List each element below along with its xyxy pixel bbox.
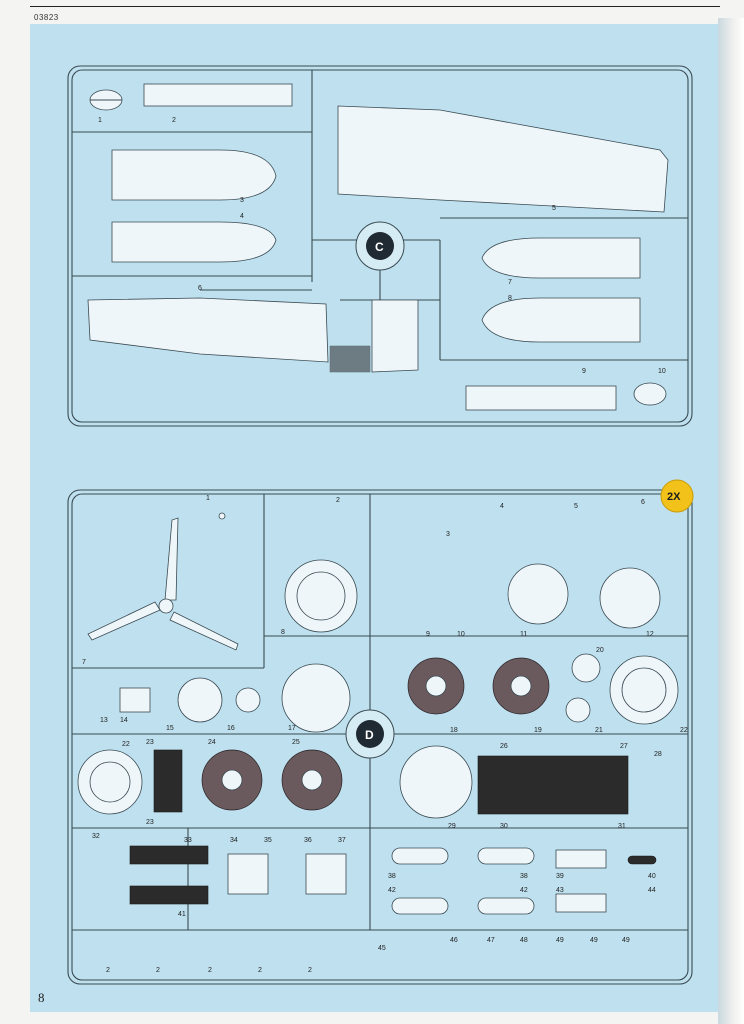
sprue-c-labels: 1 2 3 4 5 6 7 8 9 10 xyxy=(98,117,666,375)
d-part-35: 35 xyxy=(264,837,272,844)
sprue-d-badge: D xyxy=(345,709,395,759)
d-part-46: 46 xyxy=(450,937,458,944)
d-part-49b: 49 xyxy=(590,937,598,944)
d-part-12: 12 xyxy=(646,631,654,638)
d-part-21: 21 xyxy=(595,727,603,734)
d-part-40: 40 xyxy=(648,873,656,880)
d-part-38b: 38 xyxy=(520,873,528,880)
sprue-d-parts xyxy=(77,512,679,915)
sprue-c-badge: C xyxy=(355,221,405,271)
d-part-23b: 23 xyxy=(146,819,154,826)
d-part-2e: 2 xyxy=(308,967,312,974)
d-part-2: 2 xyxy=(336,497,340,504)
d-part-7: 7 xyxy=(82,659,86,666)
d-part-48: 48 xyxy=(520,937,528,944)
page-edge-shadow xyxy=(718,18,744,1024)
d-part-2d: 2 xyxy=(258,967,262,974)
document-code: 03823 xyxy=(34,13,59,22)
d-part-31: 31 xyxy=(618,823,626,830)
d-part-37: 37 xyxy=(338,837,346,844)
sprue-c-frame xyxy=(67,65,693,427)
d-part-16: 16 xyxy=(227,725,235,732)
d-part-15: 15 xyxy=(166,725,174,732)
d-part-26: 26 xyxy=(500,743,508,750)
c-part-2: 2 xyxy=(172,117,176,124)
c-part-7: 7 xyxy=(508,279,512,286)
d-part-13: 13 xyxy=(100,717,108,724)
d-part-39: 39 xyxy=(556,873,564,880)
d-part-14: 14 xyxy=(120,717,128,724)
d-part-42a: 42 xyxy=(388,887,396,894)
d-part-30: 30 xyxy=(500,823,508,830)
sprue-c-parts xyxy=(87,83,669,411)
c-part-8: 8 xyxy=(508,295,512,302)
d-part-27: 27 xyxy=(620,743,628,750)
sprue-d-letter: D xyxy=(365,728,374,742)
sprue-d-labels: 1 2 3 4 5 6 7 8 9 10 11 12 13 14 15 16 1… xyxy=(82,495,688,974)
d-part-45: 45 xyxy=(378,945,386,952)
c-part-3: 3 xyxy=(240,197,244,204)
d-part-19: 19 xyxy=(534,727,542,734)
d-part-25: 25 xyxy=(292,739,300,746)
d-part-17: 17 xyxy=(288,725,296,732)
d-part-42b: 42 xyxy=(520,887,528,894)
d-part-1: 1 xyxy=(206,495,210,502)
d-part-28: 28 xyxy=(654,751,662,758)
c-part-5: 5 xyxy=(552,205,556,212)
d-part-33: 33 xyxy=(184,837,192,844)
c-part-1: 1 xyxy=(98,117,102,124)
d-part-3: 3 xyxy=(446,531,450,538)
c-part-6: 6 xyxy=(198,285,202,292)
d-part-11: 11 xyxy=(520,631,527,638)
top-rule xyxy=(30,6,720,7)
d-part-43: 43 xyxy=(556,887,564,894)
d-part-44: 44 xyxy=(648,887,656,894)
d-part-8: 8 xyxy=(281,629,285,636)
d-part-49c: 49 xyxy=(622,937,630,944)
d-part-20: 20 xyxy=(596,647,604,654)
quantity-badge-text: 2X xyxy=(667,491,681,503)
d-part-2b: 2 xyxy=(156,967,160,974)
d-part-5: 5 xyxy=(574,503,578,510)
d-part-38a: 38 xyxy=(388,873,396,880)
d-part-2c: 2 xyxy=(208,967,212,974)
d-part-23a: 23 xyxy=(146,739,154,746)
d-part-41: 41 xyxy=(178,911,186,918)
d-part-34: 34 xyxy=(230,837,238,844)
d-part-10: 10 xyxy=(457,631,465,638)
d-part-29: 29 xyxy=(448,823,456,830)
d-part-22a: 22 xyxy=(680,727,688,734)
d-part-36: 36 xyxy=(304,837,312,844)
sprue-c-letter: C xyxy=(375,240,384,254)
d-part-49a: 49 xyxy=(556,937,564,944)
d-part-22b: 22 xyxy=(122,741,130,748)
d-part-24: 24 xyxy=(208,739,216,746)
d-part-47: 47 xyxy=(487,937,495,944)
page-number: 8 xyxy=(38,990,45,1005)
d-part-9: 9 xyxy=(426,631,430,638)
d-part-4: 4 xyxy=(500,503,504,510)
d-part-18: 18 xyxy=(450,727,458,734)
d-part-2a: 2 xyxy=(106,967,110,974)
quantity-badge: 2X xyxy=(660,479,694,513)
d-part-32: 32 xyxy=(92,833,100,840)
c-part-10: 10 xyxy=(658,368,666,375)
c-part-4: 4 xyxy=(240,213,244,220)
d-part-6: 6 xyxy=(641,499,645,506)
c-part-9: 9 xyxy=(582,368,586,375)
